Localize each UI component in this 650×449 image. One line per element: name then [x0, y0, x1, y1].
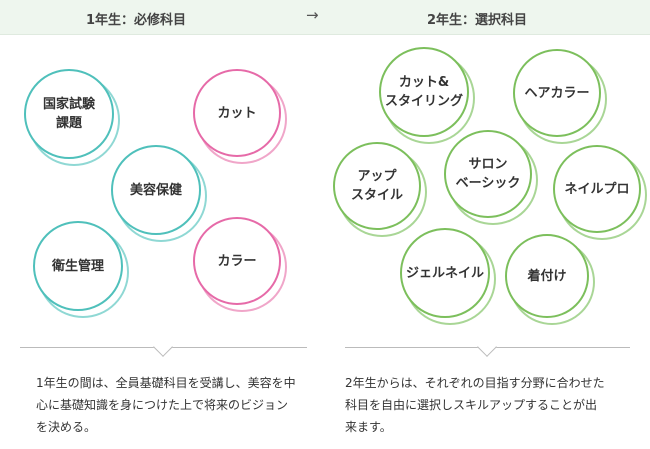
subject-label: 衛生管理	[51, 258, 104, 274]
year1-description: 1年生の間は、全員基礎科目を受講し、美容を中 心に基礎知識を身につけた上で将来の…	[36, 376, 296, 434]
subject-bubble-gel-nail: ジェルネイル	[400, 228, 490, 318]
subject-bubble-beauty-health: 美容保健	[111, 145, 201, 235]
arrow-right-icon: →	[306, 6, 319, 24]
subject-bubble-cut: カット	[193, 69, 281, 157]
year2-divider-notch	[477, 337, 497, 357]
subject-label: ネイルプロ	[564, 181, 630, 197]
subject-label: ジェルネイル	[405, 265, 484, 281]
subject-bubble-hygiene: 衛生管理	[33, 221, 123, 311]
subject-label: アップ スタイル	[350, 169, 403, 203]
year2-description: 2年生からは、それぞれの目指す分野に合わせた 科目を自由に選択しスキルアップする…	[345, 376, 605, 434]
subject-bubble-national-exam: 国家試験 課題	[24, 69, 114, 159]
subject-bubble-nail-pro: ネイルプロ	[553, 145, 641, 233]
subject-bubble-up-style: アップ スタイル	[333, 142, 421, 230]
subject-label: 国家試験 課題	[42, 97, 95, 131]
year1-divider-notch	[153, 337, 173, 357]
header-bar: 1年生：必修科目 → 2年生：選択科目	[0, 0, 650, 35]
subject-bubble-hair-color: ヘアカラー	[513, 49, 601, 137]
subject-label: カット	[217, 105, 257, 121]
year1-heading: 1年生：必修科目	[86, 13, 187, 28]
subject-label: 着付け	[527, 268, 567, 284]
subject-bubble-color: カラー	[193, 217, 281, 305]
subject-label: 美容保健	[129, 182, 182, 198]
subject-label: カラー	[217, 253, 257, 269]
subject-label: カット& スタイリング	[384, 75, 463, 109]
year2-heading: 2年生：選択科目	[427, 13, 528, 28]
subject-label: サロン ベーシック	[455, 157, 521, 191]
subject-bubble-cut-styling: カット& スタイリング	[379, 47, 469, 137]
subject-bubble-kimono: 着付け	[505, 234, 589, 318]
subject-label: ヘアカラー	[524, 85, 590, 101]
subject-bubble-salon-basic: サロン ベーシック	[444, 130, 532, 218]
